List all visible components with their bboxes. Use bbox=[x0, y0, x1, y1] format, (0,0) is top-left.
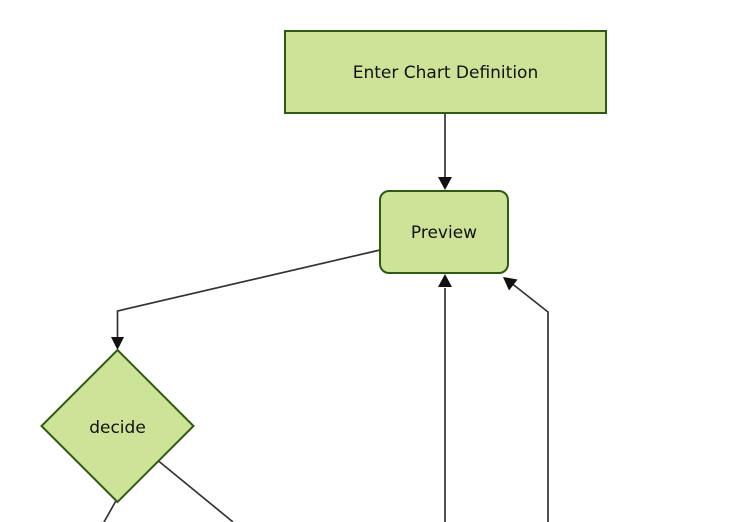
edge-line bbox=[509, 281, 549, 522]
node-label: Enter Chart Definition bbox=[353, 63, 538, 83]
node-rectangle bbox=[284, 30, 607, 114]
node-enter-chart-definition: Enter Chart Definition bbox=[284, 30, 607, 114]
node-rounded-rectangle bbox=[379, 190, 509, 274]
node-preview: Preview bbox=[379, 190, 509, 274]
edge-line bbox=[116, 249, 381, 343]
edge-preview-to-decide bbox=[111, 249, 381, 350]
edge-line bbox=[157, 460, 234, 522]
node-decide: decide bbox=[40, 348, 195, 504]
edge-enter-to-preview bbox=[438, 113, 452, 190]
node-diamond bbox=[40, 348, 195, 504]
edge-offscreen-to-preview-bent bbox=[503, 277, 549, 522]
edge-decide-to-offscreen-right bbox=[157, 460, 234, 522]
edge-line bbox=[103, 498, 118, 522]
edge-decide-to-offscreen-left bbox=[103, 498, 118, 522]
arrowhead bbox=[438, 274, 452, 287]
arrowhead bbox=[111, 337, 124, 350]
arrowhead bbox=[503, 277, 518, 291]
edge-offscreen-to-preview-vertical bbox=[438, 274, 452, 522]
arrowhead bbox=[438, 177, 452, 190]
node-label: Preview bbox=[411, 223, 477, 243]
node-label: decide bbox=[89, 418, 146, 438]
